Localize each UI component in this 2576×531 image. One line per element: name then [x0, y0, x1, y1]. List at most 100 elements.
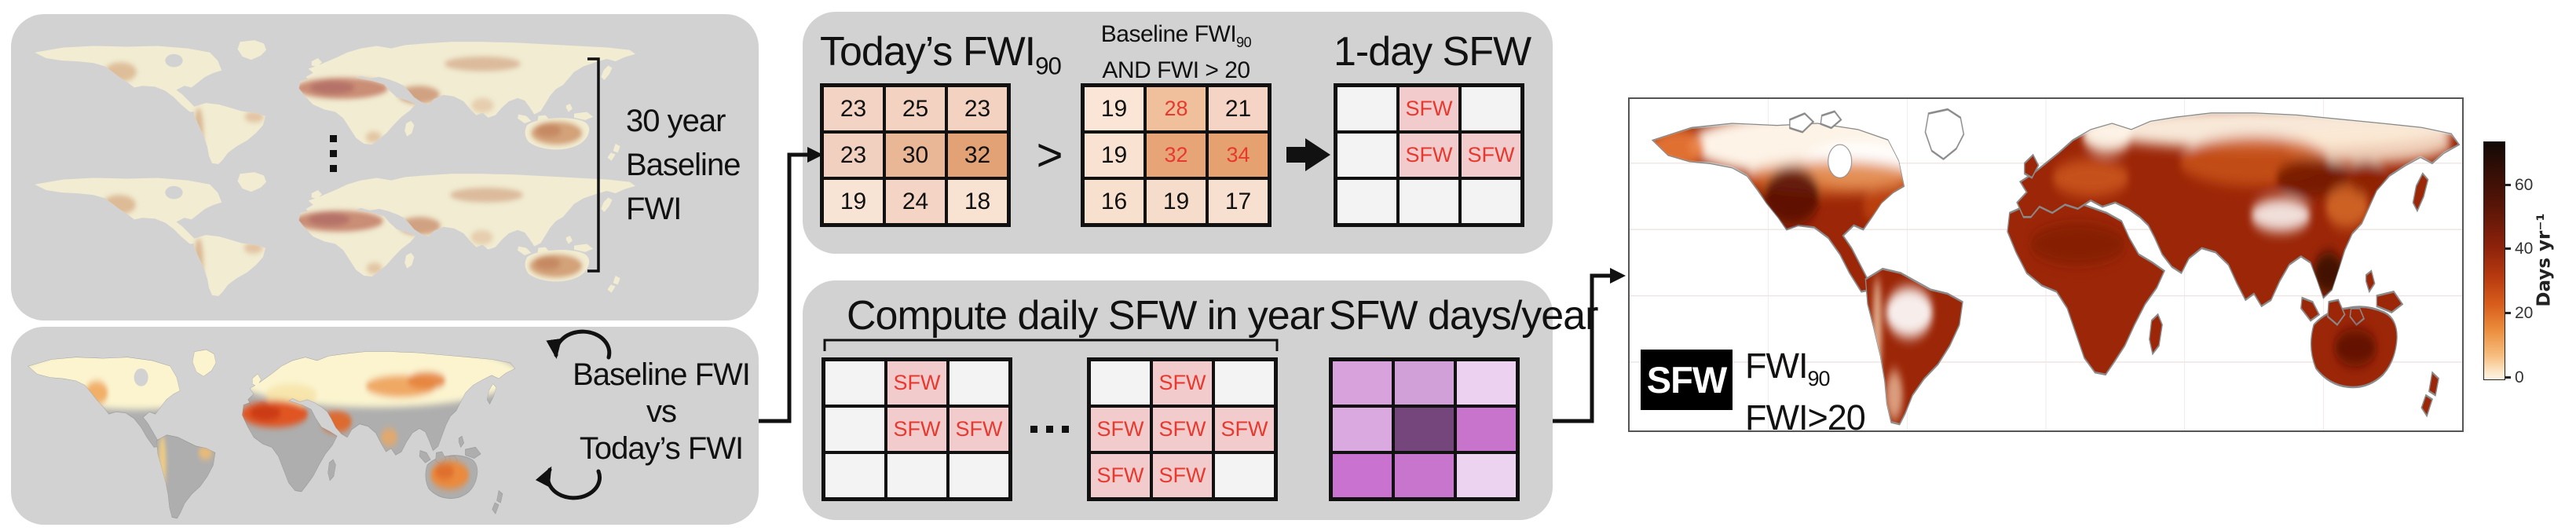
grid-cell — [950, 361, 1008, 405]
grid-cell — [1457, 454, 1516, 497]
colorbar-label-60: 60 — [2515, 176, 2534, 194]
grid-cell: SFW — [1091, 408, 1150, 451]
baseline-fwi-title: Baseline FWI90 AND FWI > 20 — [1081, 20, 1272, 85]
colorbar-tick-0 — [2505, 376, 2511, 379]
baseline-fwi-title-line1: Baseline FWI90 — [1081, 20, 1272, 57]
grid-cell: SFW — [887, 361, 946, 405]
sfw-days-result-map — [1628, 97, 2464, 432]
rule-arrow-icon — [1305, 138, 1330, 171]
grid-cell: 28 — [1147, 87, 1206, 130]
grid-cell: 21 — [1209, 87, 1268, 130]
connector-to-grids — [759, 152, 809, 423]
grid-cell: 16 — [1085, 180, 1143, 223]
grid-cell: SFW — [1091, 454, 1150, 497]
baseline-fwi-title-sub: 90 — [1236, 35, 1252, 50]
grid-cell: SFW — [1400, 87, 1458, 130]
grid-cell: 23 — [824, 87, 883, 130]
baseline-bracket — [587, 57, 600, 273]
vs-label-line3: Today’s FWI — [579, 431, 744, 466]
legend-fwi90-text: FWI — [1745, 346, 1808, 386]
grid-cell — [950, 454, 1008, 497]
grid-cell: 34 — [1209, 134, 1268, 177]
sfw-legend-badge: SFW — [1641, 350, 1733, 410]
grid-cell — [1215, 454, 1274, 497]
grid-cell: SFW — [950, 408, 1008, 451]
grid-cell: 23 — [948, 87, 1007, 130]
grid-cell: SFW — [1153, 408, 1212, 451]
todays-fwi-title-sub: 90 — [1035, 52, 1062, 80]
grid-cell: 30 — [886, 134, 945, 177]
vertical-ellipsis-icon — [330, 135, 337, 172]
year-span-bracket — [823, 339, 1279, 351]
grid-cell — [1337, 180, 1396, 223]
grid-cell: SFW — [1462, 134, 1520, 177]
comparison-map — [27, 349, 516, 519]
vs-label-line1: Baseline FWI — [573, 357, 751, 392]
grid-cell — [1337, 134, 1396, 177]
todays-fwi-title-text: Today’s FWI — [820, 29, 1036, 75]
grid-cell — [1395, 454, 1454, 497]
grid-cell — [1333, 408, 1392, 451]
grid-cell: SFW — [1400, 134, 1458, 177]
grid-cell — [1337, 87, 1396, 130]
grid-cell: SFW — [1215, 408, 1274, 451]
grid-cell — [825, 408, 884, 451]
baseline-vs-today-label: Baseline FWI vs Today’s FWI — [543, 357, 779, 467]
grid-cell: SFW — [887, 408, 946, 451]
swap-arrow-bottom-icon — [535, 466, 602, 500]
connector-to-grids-arrowhead-icon — [807, 147, 823, 163]
result-map-svg — [1630, 99, 2462, 430]
baseline-fwi-title-text: Baseline FWI — [1100, 21, 1237, 47]
colorbar-label-20: 20 — [2515, 304, 2534, 322]
grid-cell — [1333, 454, 1392, 497]
grid-cell — [1457, 408, 1516, 451]
grid-cell: 19 — [1147, 180, 1206, 223]
colorbar-label-0: 0 — [2515, 368, 2524, 386]
sfw-legend-definition: FWI90 FWI>20 — [1745, 346, 1866, 437]
baseline-30yr-label: 30 year Baseline FWI — [626, 99, 741, 231]
sfw-days-per-year-grid — [1329, 357, 1520, 501]
colorbar-tick-40 — [2505, 247, 2511, 250]
connector-to-map-arrowhead-icon — [1610, 268, 1626, 284]
baseline-30yr-line1: 30 year — [626, 104, 726, 138]
colorbar-label-40: 40 — [2515, 240, 2534, 258]
grid-cell — [825, 361, 884, 405]
baseline-fwi-title-line2: AND FWI > 20 — [1102, 57, 1250, 83]
legend-fwi90-sub: 90 — [1807, 367, 1830, 390]
grid-cell: 19 — [1085, 134, 1143, 177]
grid-cell: SFW — [1153, 454, 1212, 497]
one-day-sfw-title: 1-day SFW — [1334, 29, 1531, 75]
grid-cell: 24 — [886, 180, 945, 223]
grid-cell — [1457, 361, 1516, 405]
grid-cell — [1333, 361, 1392, 405]
grid-cell — [887, 454, 946, 497]
grid-cell — [1091, 361, 1150, 405]
grid-cell: 17 — [1209, 180, 1268, 223]
grid-cell — [1395, 408, 1454, 451]
grid-cell — [1395, 361, 1454, 405]
baseline-map-1 — [35, 40, 635, 164]
legend-fwi90: FWI90 — [1745, 346, 1865, 398]
grid-cell — [1215, 361, 1274, 405]
connector-to-map — [1553, 273, 1612, 423]
baseline-map-2 — [35, 172, 635, 296]
compute-daily-sfw-title: Compute daily SFW in year — [847, 293, 1325, 339]
grid-cell: 19 — [824, 180, 883, 223]
grid-cell: 25 — [886, 87, 945, 130]
grid-cell — [1462, 87, 1520, 130]
grid-cell: 23 — [824, 134, 883, 177]
greater-than-symbol: > — [1036, 130, 1063, 181]
rule-arrow-tail — [1286, 147, 1305, 163]
vs-label-line2: vs — [646, 394, 677, 429]
grid-cell: 32 — [1147, 134, 1206, 177]
grid-cell — [1400, 180, 1458, 223]
grid-cell: 32 — [948, 134, 1007, 177]
horizontal-ellipsis-icon — [1030, 426, 1069, 433]
